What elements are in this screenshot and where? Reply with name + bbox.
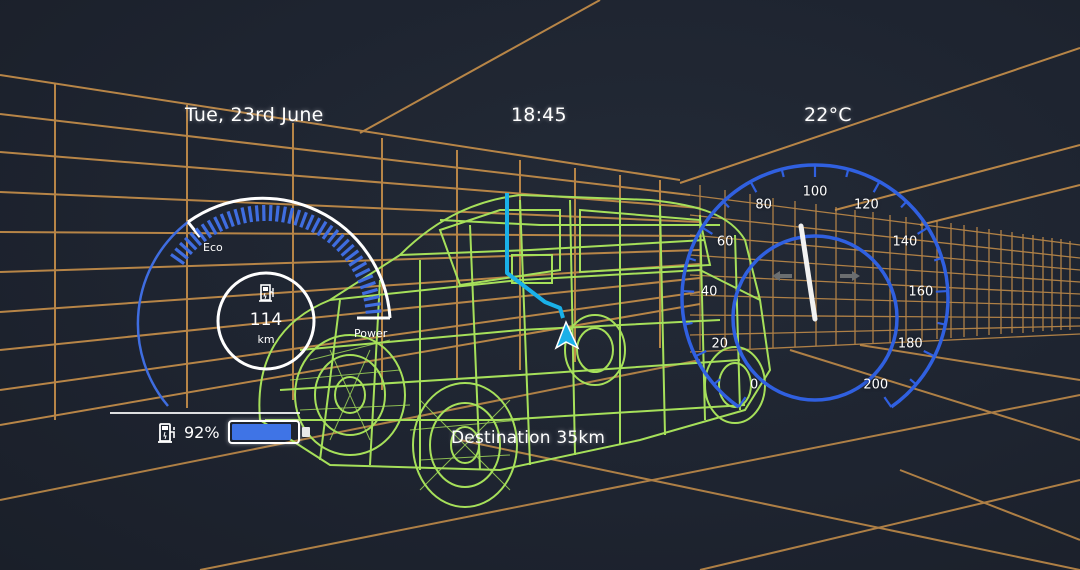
eco-label: Eco [203, 241, 223, 254]
time-display: 18:45 [511, 104, 567, 126]
speed-tick-label: 200 [863, 377, 889, 393]
speed-tick-label: 160 [908, 284, 934, 300]
speed-tick-label: 0 [750, 377, 759, 393]
speed-tick-label: 120 [853, 197, 879, 213]
speed-tick-label: 40 [700, 284, 718, 300]
battery-gauge [228, 420, 300, 444]
charging-station-icon [259, 284, 274, 302]
battery-percent: 92% [184, 423, 220, 442]
battery-fill [232, 424, 291, 440]
speed-needle [798, 223, 818, 322]
speed-tick-label: 140 [892, 234, 918, 250]
speed-tick-label: 180 [897, 336, 923, 352]
arrow-left-icon [772, 271, 792, 281]
speed-tick-label: 60 [716, 234, 734, 250]
speed-tick-label: 80 [755, 197, 772, 213]
temperature-display: 22°C [804, 104, 852, 126]
navigation-arrow-icon [554, 320, 580, 350]
battery-charging-station-icon [158, 423, 175, 443]
power-label: Power [354, 327, 388, 340]
speed-tick-label: 100 [802, 184, 828, 200]
date-display: Tue, 23rd June [185, 104, 324, 126]
range-value: 114 [249, 310, 283, 330]
arrow-right-icon [840, 271, 860, 281]
speed-tick-label: 20 [711, 336, 728, 352]
battery-terminal [302, 427, 310, 437]
destination-distance: Destination 35km [451, 428, 606, 448]
range-unit: km [257, 333, 275, 346]
